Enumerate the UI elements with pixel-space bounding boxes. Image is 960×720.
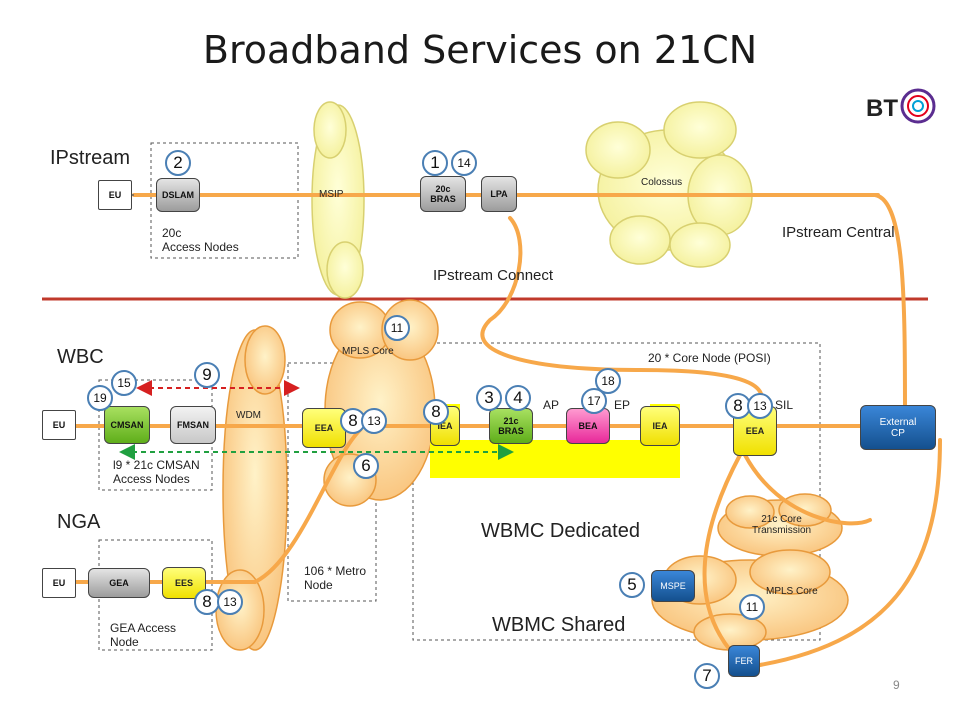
node-external-cp: External CP bbox=[860, 405, 936, 450]
badge-1: 1 bbox=[422, 150, 448, 176]
badge-9: 9 bbox=[194, 362, 220, 388]
label-colossus: Colossus bbox=[641, 177, 683, 188]
badge-2: 2 bbox=[165, 150, 191, 176]
label-sil: SIL bbox=[775, 398, 794, 412]
label-metro-node: 106 * Metro Node bbox=[304, 564, 367, 592]
node-cmsan: CMSAN bbox=[104, 406, 150, 444]
badge-11-top: 11 bbox=[384, 315, 410, 341]
badge-14: 14 bbox=[451, 150, 477, 176]
label-wbmc-dedicated: WBMC Dedicated bbox=[481, 520, 640, 542]
page-title: Broadband Services on 21CN bbox=[202, 28, 758, 72]
section-nga: NGA bbox=[57, 511, 101, 533]
badge-15: 15 bbox=[111, 370, 137, 396]
label-ipstream-central: IPstream Central bbox=[782, 224, 895, 241]
node-bea: BEA bbox=[566, 408, 610, 444]
label-cmsan-access: l9 * 21c CMSAN Access Nodes bbox=[113, 458, 200, 486]
badge-3: 3 bbox=[476, 385, 502, 411]
label-ep: EP bbox=[614, 398, 631, 412]
label-mpls-core-top: MPLS Core bbox=[342, 346, 394, 357]
page-number: 9 bbox=[893, 678, 900, 692]
badge-13-core: 13 bbox=[747, 393, 773, 419]
mpls-core-top-cloud bbox=[323, 299, 439, 507]
badge-4: 4 bbox=[505, 385, 531, 411]
access-20c-box bbox=[150, 142, 299, 259]
node-eu-wbc: EU bbox=[42, 410, 76, 440]
label-msip: MSIP bbox=[319, 189, 344, 200]
node-eu-nga: EU bbox=[42, 568, 76, 598]
node-iea-right: IEA bbox=[640, 406, 680, 446]
node-21c-bras: 21c BRAS bbox=[489, 408, 533, 444]
badge-11-bottom: 11 bbox=[739, 594, 765, 620]
colossus-cloud bbox=[585, 101, 753, 268]
node-20c-bras: 20c BRAS bbox=[420, 176, 466, 212]
badge-6: 6 bbox=[353, 453, 379, 479]
section-wbc: WBC bbox=[57, 346, 104, 368]
badge-18: 18 bbox=[595, 368, 621, 394]
label-core-transmission: 21c Core Transmission bbox=[752, 514, 812, 536]
node-lpa: LPA bbox=[481, 176, 517, 212]
bt-logo: BT bbox=[866, 88, 936, 124]
section-ipstream: IPstream bbox=[50, 147, 131, 169]
label-core-node: 20 * Core Node (POSI) bbox=[648, 351, 771, 365]
label-wbmc-shared: WBMC Shared bbox=[492, 614, 626, 636]
node-eea-metro: EEA bbox=[302, 408, 346, 448]
badge-19: 19 bbox=[87, 385, 113, 411]
label-20c-access: 20c Access Nodes bbox=[162, 226, 239, 254]
label-ipstream-connect: IPstream Connect bbox=[433, 267, 554, 284]
core-node-box bbox=[412, 342, 821, 641]
node-eu-ipstream: EU bbox=[98, 180, 132, 210]
node-fmsan: FMSAN bbox=[170, 406, 216, 444]
msip-cloud bbox=[311, 101, 365, 299]
label-mpls-core-bottom: MPLS Core bbox=[766, 586, 818, 597]
node-mspe: MSPE bbox=[651, 570, 695, 602]
badge-13-nga: 13 bbox=[217, 589, 243, 615]
badge-17: 17 bbox=[581, 388, 607, 414]
badge-7: 7 bbox=[694, 663, 720, 689]
node-fer: FER bbox=[728, 645, 760, 677]
label-ap: AP bbox=[543, 398, 560, 412]
badge-8-iea: 8 bbox=[423, 399, 449, 425]
node-gea: GEA bbox=[88, 568, 150, 598]
node-dslam: DSLAM bbox=[156, 178, 200, 212]
badge-13-metro: 13 bbox=[361, 408, 387, 434]
badge-5: 5 bbox=[619, 572, 645, 598]
label-gea-access: GEA Access Node bbox=[110, 621, 177, 649]
bt-logo-text: BT bbox=[866, 95, 898, 122]
label-wdm: WDM bbox=[236, 410, 261, 421]
